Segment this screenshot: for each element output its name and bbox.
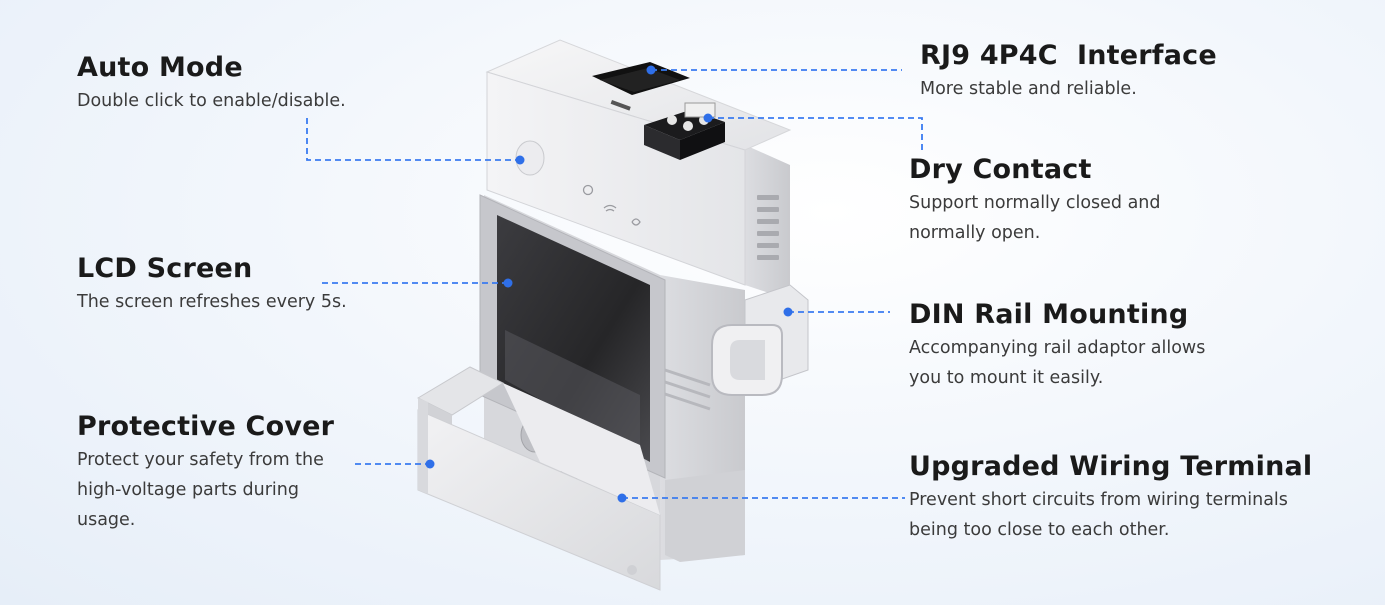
feature-desc: More stable and reliable. — [920, 79, 1137, 100]
status-icons — [582, 184, 641, 226]
feature-title: Dry Contact — [909, 154, 1092, 185]
feature-dry-contact: Dry Contact Support normally closed and … — [909, 154, 1161, 248]
feature-din-rail: DIN Rail Mounting Accompanying rail adap… — [909, 299, 1205, 393]
feature-rj9-interface: RJ9 4P4C Interface More stable and relia… — [920, 40, 1217, 104]
feature-desc: Protect your safety from the high-voltag… — [77, 450, 324, 531]
dot-din-rail — [783, 307, 793, 317]
feature-lcd-screen: LCD Screen The screen refreshes every 5s… — [77, 253, 347, 317]
din-rail-adaptor — [664, 284, 809, 411]
side-vents — [757, 195, 779, 260]
dot-lcd-screen — [503, 278, 513, 288]
dot-rj9 — [646, 65, 656, 75]
feature-desc: Prevent short circuits from wiring termi… — [909, 490, 1288, 541]
protective-cover-part — [416, 366, 661, 591]
feature-title: LCD Screen — [77, 253, 253, 284]
dot-dry-contact — [703, 113, 713, 123]
wifi-icon — [603, 204, 617, 212]
feature-desc: Support normally closed and normally ope… — [909, 193, 1161, 244]
feature-auto-mode: Auto Mode Double click to enable/disable… — [77, 52, 346, 116]
leader-auto-mode — [306, 118, 520, 161]
feature-title: Protective Cover — [77, 411, 335, 442]
feature-desc: The screen refreshes every 5s. — [77, 292, 347, 313]
feature-title: Auto Mode — [77, 52, 243, 83]
dot-wiring-terminal — [617, 493, 627, 503]
feature-title: Upgraded Wiring Terminal — [909, 451, 1313, 482]
feature-desc: Double click to enable/disable. — [77, 91, 346, 112]
leader-dry-contact — [708, 117, 923, 150]
feature-desc: Accompanying rail adaptor allows you to … — [909, 338, 1206, 389]
dot-protective-cover — [425, 459, 435, 469]
feature-title: DIN Rail Mounting — [909, 299, 1189, 330]
feature-title: RJ9 4P4C Interface — [920, 40, 1217, 71]
power-icon — [582, 184, 594, 196]
feature-protective-cover: Protective Cover Protect your safety fro… — [77, 411, 334, 535]
dot-auto-mode — [515, 155, 525, 165]
sensor-icon — [631, 218, 641, 226]
feature-wiring-terminal: Upgraded Wiring Terminal Prevent short c… — [909, 451, 1312, 545]
